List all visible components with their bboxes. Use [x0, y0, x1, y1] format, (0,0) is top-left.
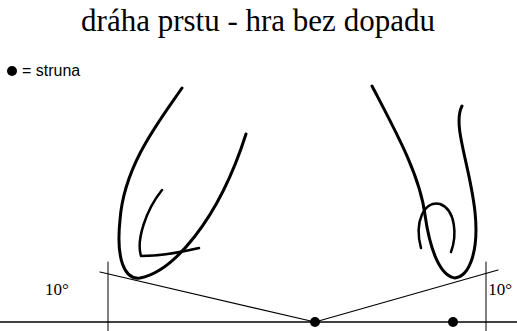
- string-dot-sample: [6, 65, 18, 77]
- left-finger: [119, 88, 246, 278]
- legend-text: = struna: [22, 62, 80, 80]
- right-finger: [372, 86, 476, 278]
- left-angle-line: [100, 272, 315, 322]
- legend: = struna: [6, 62, 80, 80]
- string-plane-line: [0, 321, 517, 322]
- angle-label: 10°: [44, 281, 70, 300]
- left-angle-tick: [108, 262, 109, 331]
- right-angle-line: [315, 270, 498, 322]
- angle-label: 10°: [487, 281, 513, 300]
- string-dot: [310, 317, 320, 327]
- title: dráha prstu - hra bez dopadu: [81, 4, 435, 38]
- right-fingernail: [419, 204, 455, 252]
- string-dot: [448, 317, 458, 327]
- left-fingernail: [140, 190, 199, 256]
